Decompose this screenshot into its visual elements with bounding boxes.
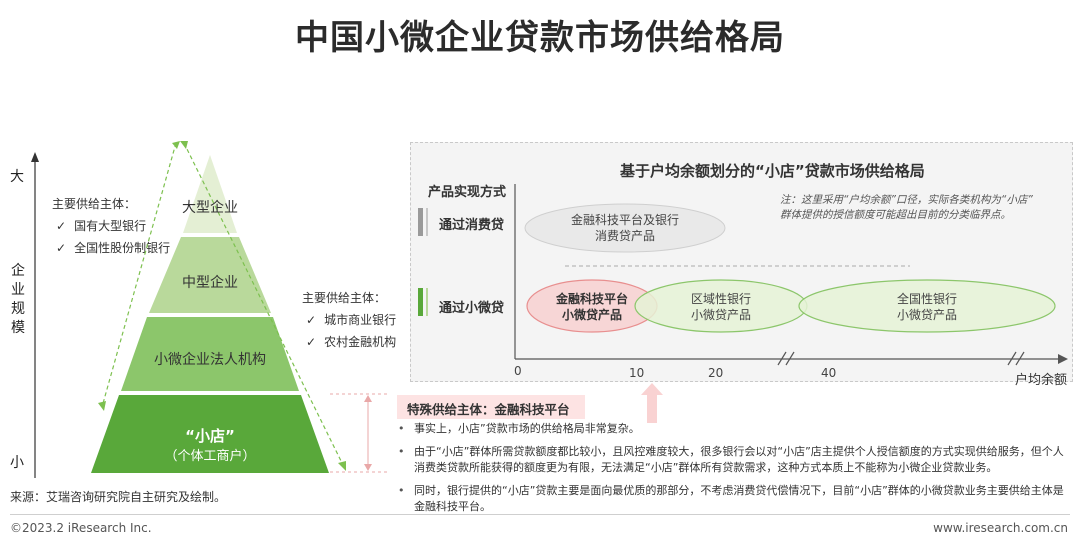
special-bullets: 事实上，小店”贷款市场的供给格局非常复杂。 由于“小店”群体所需贷款额度都比较小… xyxy=(392,421,1070,522)
supplier-block-mid: 主要供给主体： 城市商业银行 农村金融机构 xyxy=(302,287,396,353)
supplier-heading: 主要供给主体： xyxy=(52,197,137,211)
supplier-item: 城市商业银行 xyxy=(302,309,396,331)
pyramid-label-medium: 中型企业 xyxy=(182,275,238,291)
bubble-regional-label: 区域性银行 小微贷产品 xyxy=(690,292,751,322)
panel-y-axis-label: 产品实现方式 xyxy=(428,185,507,200)
panel-title: 基于户均余额划分的“小店”贷款市场供给格局 xyxy=(620,162,925,180)
pyramid-label-xiaodian-sub: （个体工商户） xyxy=(164,449,256,464)
panel-note-line-2: 群体提供的授信额度可能超出目前的分类临界点。 xyxy=(780,209,1011,221)
footer-copyright: ©2023.2 iResearch Inc. xyxy=(10,521,152,535)
x-axis-label: 户均余额 xyxy=(1015,373,1068,388)
scale-top-label: 大 xyxy=(10,169,24,185)
supplier-item: 农村金融机构 xyxy=(302,331,396,353)
source-note: 来源：艾瑞咨询研究院自主研究及绘制。 xyxy=(10,490,227,504)
supplier-block-large: 主要供给主体： 国有大型银行 全国性股份制银行 xyxy=(52,193,170,259)
bubble-fintech-label: 金融科技平台 小微贷产品 xyxy=(555,292,628,322)
bullet-item: 同时，银行提供的“小店”贷款主要是面向最优质的那部分，不考虑消费贷代偿情况下，目… xyxy=(392,483,1070,515)
supplier-item: 国有大型银行 xyxy=(52,215,170,237)
pyramid-label-small: 小微企业法人机构 xyxy=(154,352,266,368)
special-supplier-box: 特殊供给主体：金融科技平台 xyxy=(397,395,585,419)
pyramid xyxy=(91,141,346,473)
row-label-consumer: 通过消费贷 xyxy=(439,218,505,233)
special-supplier-label: 特殊供给主体：金融科技平台 xyxy=(407,402,570,417)
scale-axis-label: 企业规模 xyxy=(11,263,25,336)
row-marker-consumer-thin xyxy=(426,208,428,236)
row-marker-micro xyxy=(418,288,423,316)
x-tick-0: 0 xyxy=(514,364,522,378)
pyramid-label-xiaodian: “小店” xyxy=(185,427,235,445)
panel-note-line-1: 注：这里采用“户均余额”口径，实际各类机构为“小店” xyxy=(780,194,1033,206)
supply-panel xyxy=(410,142,1073,382)
pyramid-tier-large xyxy=(183,155,237,233)
row-marker-micro-thin xyxy=(426,288,428,316)
bullet-item: 事实上，小店”贷款市场的供给格局非常复杂。 xyxy=(392,421,1070,437)
bullet-item: 由于“小店”群体所需贷款额度都比较小，且风控难度较大，很多银行会以对“小店”店主… xyxy=(392,444,1070,476)
pyramid-label-large: 大型企业 xyxy=(182,200,238,216)
scale-bottom-label: 小 xyxy=(10,455,24,471)
bubble-consumer-loans xyxy=(524,203,726,253)
scale-axis xyxy=(31,152,39,478)
row-label-micro: 通过小微贷 xyxy=(439,301,505,316)
pointer-arrow xyxy=(641,383,663,423)
row-marker-consumer xyxy=(418,208,423,236)
supply-chart xyxy=(514,184,1068,366)
page-title: 中国小微企业贷款市场供给格局 xyxy=(295,18,785,58)
supplier-heading: 主要供给主体： xyxy=(302,291,387,305)
pyramid-tier-xiaodian xyxy=(91,395,329,473)
x-tick-40: 40 xyxy=(821,366,837,380)
bubble-consumer-label: 金融科技平台及银行 消费贷产品 xyxy=(570,213,679,243)
bubble-national-label: 全国性银行 小微贷产品 xyxy=(896,292,957,322)
footer-divider xyxy=(10,514,1070,515)
x-tick-20: 20 xyxy=(708,366,724,380)
footer-website: www.iresearch.com.cn xyxy=(933,521,1068,535)
x-tick-10: 10 xyxy=(629,366,645,380)
xiaodian-bracket xyxy=(330,393,390,473)
pyramid-tier-medium xyxy=(149,237,271,313)
bubble-national-micro xyxy=(798,279,1056,333)
pyramid-tier-small xyxy=(121,317,299,391)
